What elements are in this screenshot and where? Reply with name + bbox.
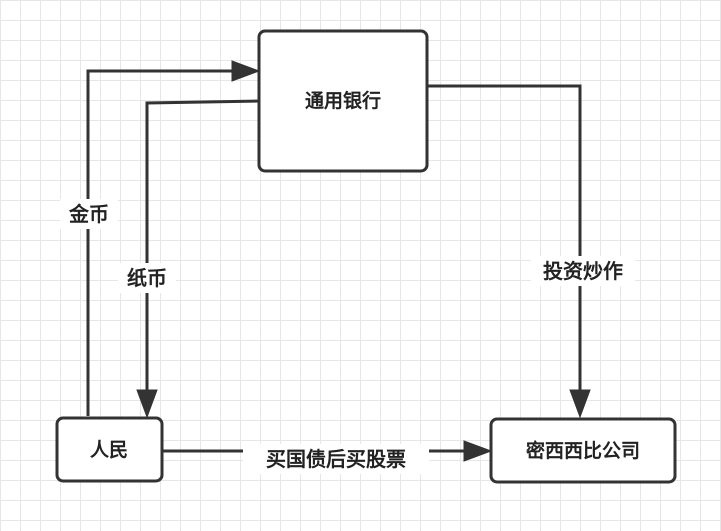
node-company-label: 密西西比公司 [526, 439, 640, 462]
node-bank[interactable]: 通用银行 [257, 29, 429, 173]
node-company[interactable]: 密西西比公司 [489, 417, 677, 484]
node-people[interactable]: 人民 [55, 416, 164, 483]
edge-label-gold-coin: 金币 [68, 202, 109, 226]
edge-label-investment: 投资炒作 [543, 259, 623, 283]
node-people-label: 人民 [90, 439, 128, 461]
arrowhead-bonds-stocks [463, 440, 493, 462]
arrowhead-investment [569, 389, 591, 419]
node-bank-label: 通用银行 [305, 89, 381, 112]
edge-label-paper-money: 纸币 [127, 266, 167, 290]
arrowhead-paper-money [136, 389, 158, 419]
edge-label-bonds-stocks: 买国债后买股票 [266, 447, 406, 471]
edge-investment [428, 84, 582, 392]
arrowhead-gold-coin [231, 60, 261, 82]
edge-gold-coin [86, 69, 234, 416]
edge-paper-money [145, 99, 260, 392]
